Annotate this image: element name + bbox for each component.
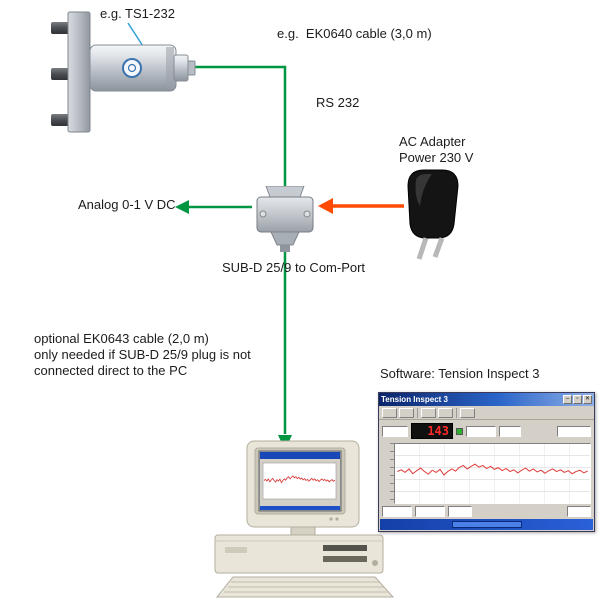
subd-plug — [270, 231, 300, 246]
chart-plot-area — [394, 443, 591, 504]
sensor-label: e.g. TS1-232 — [100, 6, 175, 21]
software-chart — [382, 443, 591, 504]
mounting-plate — [67, 11, 91, 133]
adapter-pin — [416, 237, 429, 260]
case-badge — [225, 547, 247, 553]
sensor-connector — [173, 54, 189, 82]
software-titlebar: Tension Inspect 3 – ▫ ✕ — [379, 393, 594, 406]
reading-display: 143 — [411, 423, 453, 439]
ac-adapter — [392, 166, 474, 271]
toolbar-button — [382, 407, 397, 418]
sensor-logo-icon — [122, 58, 142, 78]
rs232-label: RS 232 — [316, 95, 360, 110]
pc-case — [214, 534, 384, 574]
mounting-screws-icon — [51, 22, 69, 126]
rs232-cable-line — [192, 65, 287, 190]
software-label: Software: Tension Inspect 3 — [380, 366, 540, 381]
analog-arrowhead — [175, 200, 189, 214]
software-window: Tension Inspect 3 – ▫ ✕ 143 — [378, 392, 595, 532]
toolbar-button — [460, 407, 475, 418]
optional-cable-note: optional EK0643 cable (2,0 m) only neede… — [34, 331, 251, 378]
subd-top-shell — [265, 185, 305, 198]
toolbar-button — [399, 407, 414, 418]
chart-y-axis — [382, 443, 394, 504]
ac-adapter-label: AC Adapter Power 230 V — [399, 134, 474, 165]
toolbar-button — [421, 407, 436, 418]
status-indicator-green — [456, 427, 463, 435]
mini-trace — [263, 475, 336, 484]
subd-adapter — [250, 185, 320, 263]
maximize-icon: ▫ — [573, 395, 582, 404]
analog-label: Analog 0-1 V DC — [78, 197, 176, 212]
software-bottom-controls — [379, 505, 594, 518]
sensor-ring — [166, 47, 174, 89]
desktop-pc — [205, 435, 405, 600]
toolbar-button — [438, 407, 453, 418]
floppy-drive — [323, 556, 367, 562]
power-button — [372, 560, 378, 566]
software-readout-panel: 143 — [379, 420, 594, 442]
cable-label: e.g. EK0640 cable (3,0 m) — [277, 26, 432, 41]
minimize-icon: – — [563, 395, 572, 404]
adapter-body — [407, 169, 459, 239]
floppy-drive — [323, 545, 367, 551]
tension-trace — [397, 463, 588, 476]
mini-chart — [262, 462, 337, 500]
mini-window-titlebar — [260, 452, 340, 459]
power-arrowhead — [318, 198, 333, 214]
subd-label: SUB-D 25/9 to Com-Port — [222, 260, 366, 275]
close-icon: ✕ — [583, 395, 592, 404]
adapter-pin — [432, 237, 445, 258]
software-window-title: Tension Inspect 3 — [381, 395, 448, 404]
software-statusbar — [380, 519, 593, 530]
tension-sensor — [48, 8, 198, 143]
software-toolbar — [379, 406, 594, 420]
